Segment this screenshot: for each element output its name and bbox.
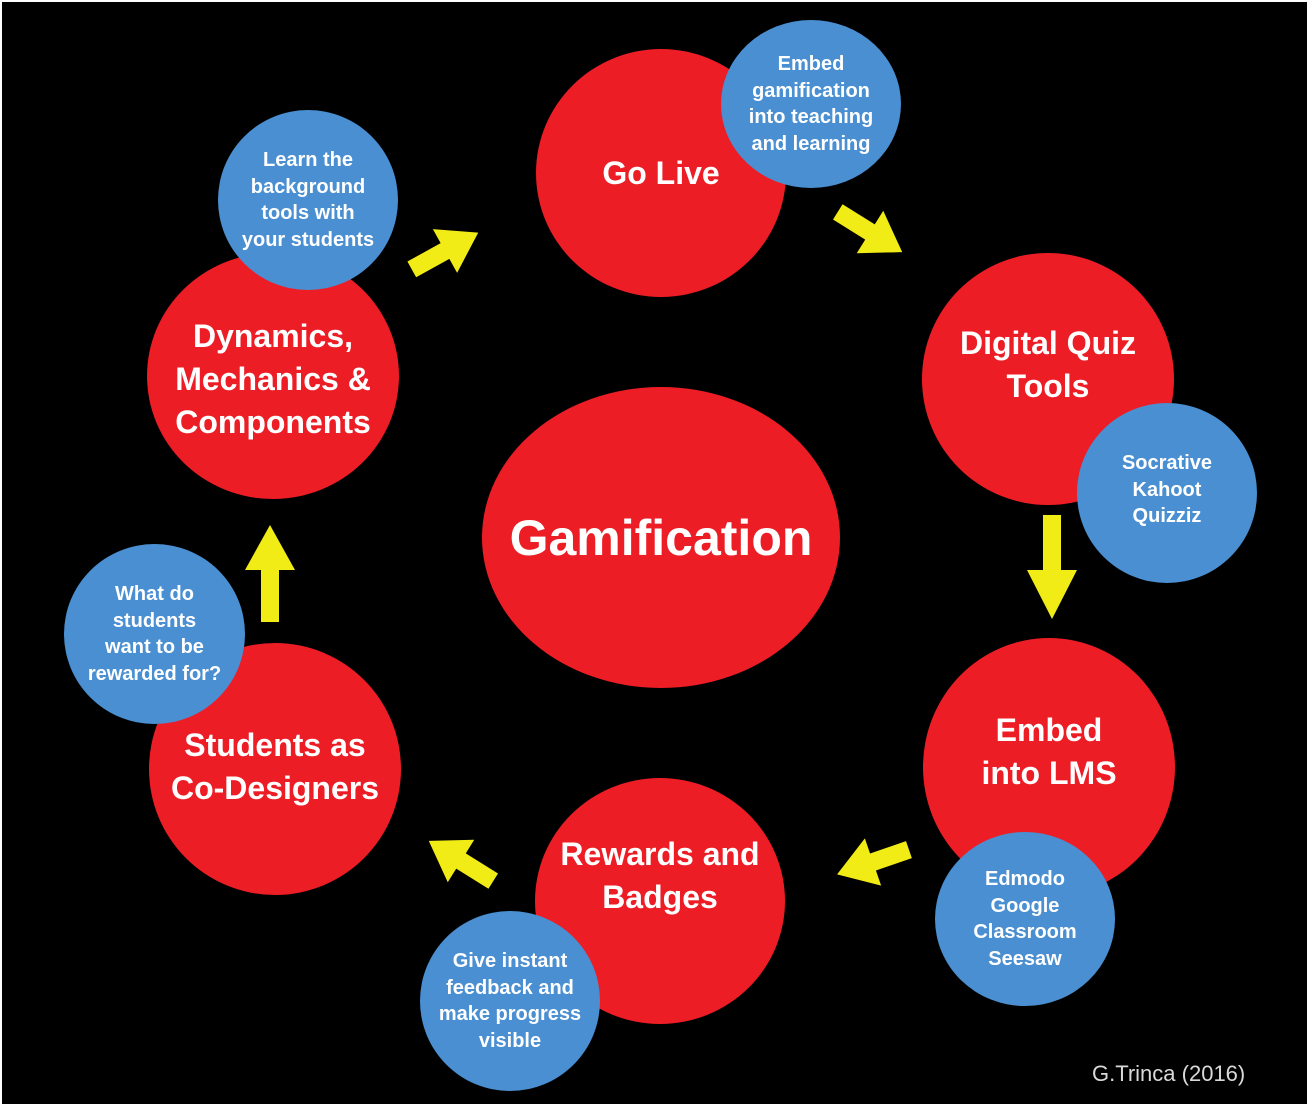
arrow-to-go-live [407,229,479,278]
note-circle-dynamics-mechanics-components: Learn the background tools with your stu… [218,110,398,290]
arrow-to-rewards-and-badges [837,838,912,886]
stage-circle-rewards-and-badges: Rewards and Badges [535,778,785,1024]
note-circle-students-as-co-designers: What do students want to be rewarded for… [64,544,245,724]
stage-label: Digital Quiz Tools [960,325,1136,404]
note-label: Embed gamification into teaching and lea… [748,53,874,155]
note-label: What do students want to be rewarded for… [87,583,222,685]
note-label: Learn the background tools with your stu… [241,149,375,251]
note-circle-go-live: Embed gamification into teaching and lea… [721,20,901,188]
arrow-to-digital-quiz-tools [833,204,903,254]
note-circle-embed-into-lms: Edmodo Google Classroom Seesaw [935,832,1115,1006]
note-label: Edmodo Google Classroom Seesaw [973,868,1077,970]
arrow-to-embed-into-lms [1027,515,1077,619]
arrow-to-students-as-co-designers [428,839,498,889]
note-circle-rewards-and-badges: Give instant feedback and make progress … [420,911,600,1091]
arrow-to-dynamics-mechanics-components [245,525,295,622]
note-label: Give instant feedback and make progress … [438,950,582,1052]
stage-label: Go Live [602,154,720,191]
stage-circle-digital-quiz-tools: Digital Quiz Tools [922,253,1174,505]
stage-label: Embed into LMS [981,712,1117,791]
credit-text: G.Trinca (2016) [1092,1061,1246,1086]
stage-label: Dynamics, Mechanics & Components [175,317,371,440]
note-label: Socrative Kahoot Quizziz [1121,452,1213,528]
stage-label: Students as Co-Designers [170,727,380,806]
stage-circle-dynamics-mechanics-components: Dynamics, Mechanics & Components [147,253,399,499]
stage-label: Rewards and Badges [560,836,760,915]
note-circle-digital-quiz-tools: Socrative Kahoot Quizziz [1077,403,1257,583]
center-label: Gamification [509,509,813,566]
center-circle-gamification: Gamification [482,387,840,688]
